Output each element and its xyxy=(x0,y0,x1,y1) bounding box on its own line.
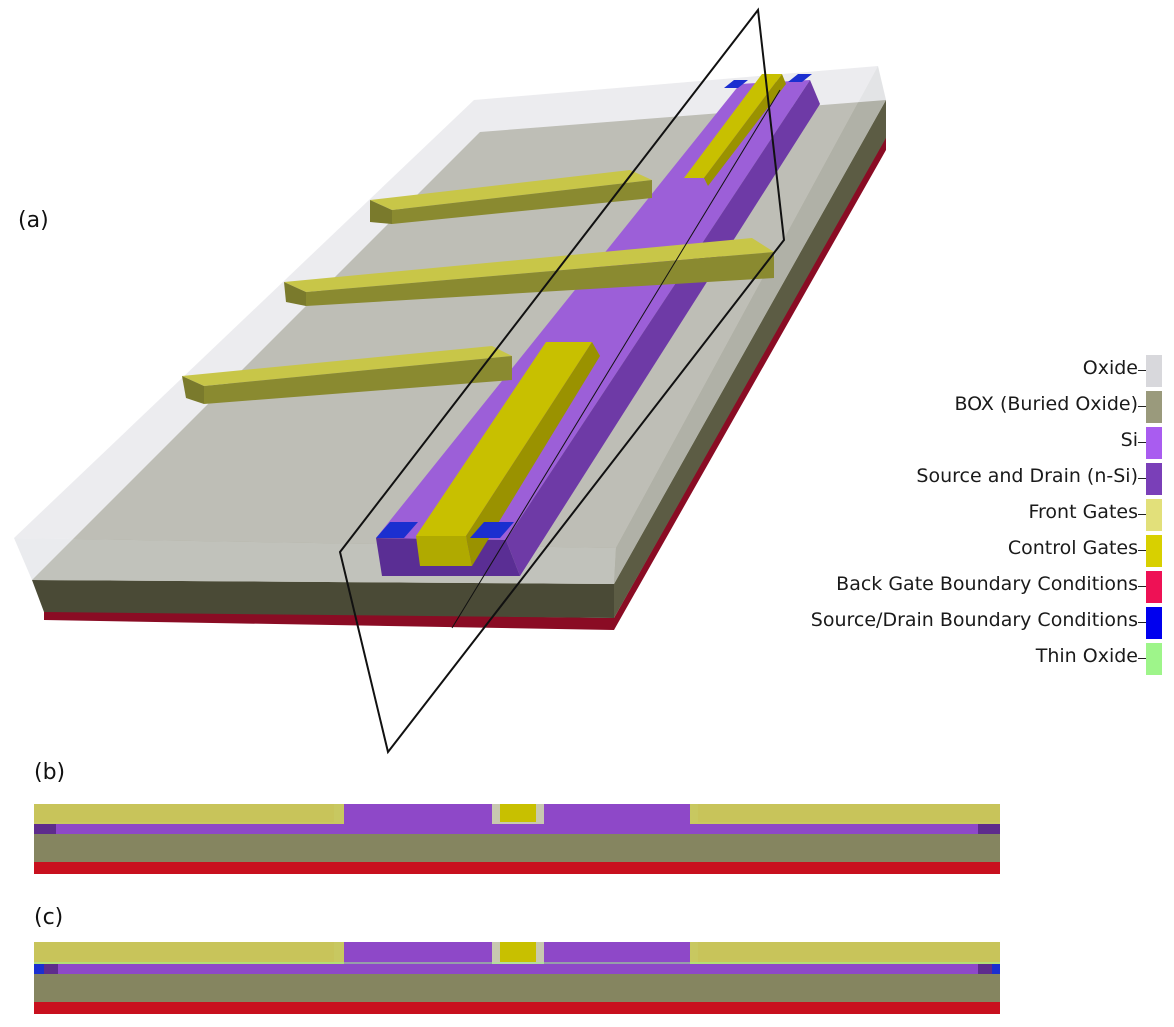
panel-label-a: (a) xyxy=(18,208,49,233)
si-strip xyxy=(34,964,1000,974)
legend-swatch xyxy=(1146,427,1162,459)
legend-tick xyxy=(1138,478,1146,479)
box-front-face xyxy=(32,580,614,618)
control-gate-near xyxy=(416,342,600,566)
legend-swatch xyxy=(1146,571,1162,603)
legend-tick xyxy=(1138,586,1146,587)
legend-item-source-drain-bc: Source/Drain Boundary Conditions xyxy=(744,605,1164,641)
sd-contact-far-right xyxy=(788,74,812,82)
back-gate-strip xyxy=(34,1002,1000,1014)
front-gate-right xyxy=(698,942,1000,962)
front-gate-3 xyxy=(182,346,512,404)
legend-item-front-gates: Front Gates xyxy=(744,497,1164,533)
legend-swatch xyxy=(1146,607,1162,639)
front-gate-2 xyxy=(284,238,774,306)
legend-item-source-drain: Source and Drain (n-Si) xyxy=(744,461,1164,497)
legend-item-thin-oxide: Thin Oxide xyxy=(744,641,1164,677)
legend-tick xyxy=(1138,658,1146,659)
sd-contact-right xyxy=(992,964,1000,974)
legend-swatch xyxy=(1146,355,1162,387)
legend-swatch xyxy=(1146,643,1162,675)
box-right-face xyxy=(614,100,886,618)
legend-swatch xyxy=(1146,391,1162,423)
legend-swatch xyxy=(1146,499,1162,531)
device-3d-view xyxy=(14,7,886,755)
legend: Oxide BOX (Buried Oxide) Si Source and D… xyxy=(744,353,1164,677)
legend-tick xyxy=(1138,442,1146,443)
front-gate-1 xyxy=(370,170,652,224)
sd-right xyxy=(978,964,992,974)
box-strip xyxy=(34,834,1000,862)
legend-tick xyxy=(1138,550,1146,551)
sd-left xyxy=(34,824,56,834)
legend-label: Front Gates xyxy=(1028,501,1138,523)
cut-plane-trace xyxy=(451,89,781,629)
cross-section-b xyxy=(34,804,1000,874)
box-strip xyxy=(34,974,1000,1002)
sd-left xyxy=(44,964,58,974)
legend-label: Thin Oxide xyxy=(1035,645,1138,667)
control-gate-center xyxy=(500,942,536,962)
cut-plane-outline xyxy=(338,7,786,755)
legend-tick xyxy=(1138,370,1146,371)
front-gate-left xyxy=(34,804,334,822)
control-gate-center xyxy=(500,804,536,822)
si-strip xyxy=(34,824,1000,834)
legend-tick xyxy=(1138,406,1146,407)
sd-contact-left xyxy=(376,522,418,538)
sd-contact-right xyxy=(470,522,514,538)
legend-item-si: Si xyxy=(744,425,1164,461)
legend-tick xyxy=(1138,514,1146,515)
sd-contact-left xyxy=(34,964,44,974)
legend-item-box: BOX (Buried Oxide) xyxy=(744,389,1164,425)
legend-label: Source/Drain Boundary Conditions xyxy=(810,609,1138,631)
legend-item-oxide: Oxide xyxy=(744,353,1164,389)
si-channel-top xyxy=(376,80,810,540)
sd-contact-far-left xyxy=(724,80,748,88)
front-gate-left xyxy=(34,942,334,962)
legend-item-back-gate-bc: Back Gate Boundary Conditions xyxy=(744,569,1164,605)
front-gate-right xyxy=(698,804,1000,822)
legend-label: Control Gates xyxy=(1007,537,1138,559)
si-channel-side xyxy=(506,80,820,576)
cross-section-c xyxy=(34,942,1000,1014)
panel-label-c: (c) xyxy=(34,905,64,930)
back-gate-strip xyxy=(34,862,1000,874)
legend-label: Si xyxy=(1120,429,1138,451)
legend-swatch xyxy=(1146,535,1162,567)
control-gate-far xyxy=(684,74,786,186)
legend-swatch xyxy=(1146,463,1162,495)
legend-label: Oxide xyxy=(1082,357,1138,379)
panel-label-b: (b) xyxy=(34,760,66,785)
legend-label: Back Gate Boundary Conditions xyxy=(836,573,1138,595)
oxide-right xyxy=(614,66,886,584)
sd-right xyxy=(978,824,1000,834)
legend-label: Source and Drain (n-Si) xyxy=(916,465,1138,487)
legend-label: BOX (Buried Oxide) xyxy=(954,393,1138,415)
legend-item-control-gates: Control Gates xyxy=(744,533,1164,569)
legend-tick xyxy=(1138,622,1146,623)
